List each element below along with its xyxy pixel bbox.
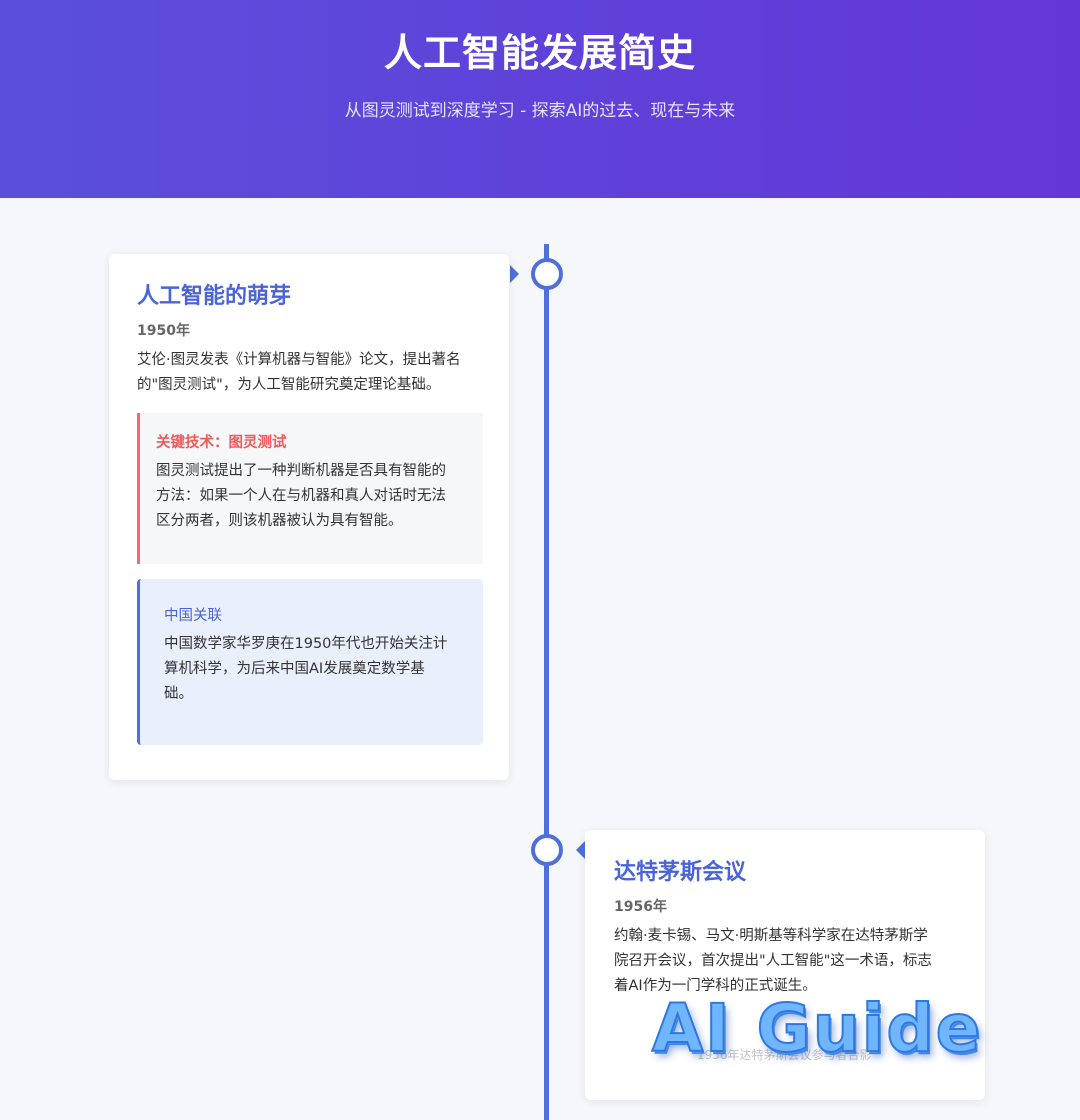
event-description-line: 艾伦·图灵发表《计算机器与智能》论文，提出著名 <box>137 352 461 368</box>
key-tech-text: 图灵测试提出了一种判断机器是否具有智能的 方法：如果一个人在与机器和真人对话时无… <box>156 459 476 534</box>
event-year: 1956年 <box>614 899 667 915</box>
china-connection-title: 中国关联 <box>164 608 222 624</box>
key-tech-title: 关键技术：图灵测试 <box>156 435 287 451</box>
card-pointer-1956 <box>576 841 585 859</box>
key-tech-box: 关键技术：图灵测试 图灵测试提出了一种判断机器是否具有智能的 方法：如果一个人在… <box>137 413 483 564</box>
timeline-dot-1950 <box>531 258 563 290</box>
event-description-line: 着AI作为一门学科的正式诞生。 <box>614 978 817 994</box>
china-connection-line: 中国数学家华罗庚在1950年代也开始关注计 <box>164 636 448 652</box>
key-tech-line: 方法：如果一个人在与机器和真人对话时无法 <box>156 488 446 504</box>
key-tech-line: 图灵测试提出了一种判断机器是否具有智能的 <box>156 463 446 479</box>
card-pointer-1950 <box>510 265 519 283</box>
page-title: 人工智能发展简史 <box>383 31 696 75</box>
event-description-line: 约翰·麦卡锡、马文·明斯基等科学家在达特茅斯学 <box>614 928 928 944</box>
china-connection-line: 算机科学，为后来中国AI发展奠定数学基 <box>164 661 425 677</box>
event-title: 人工智能的萌芽 <box>137 284 292 309</box>
china-connection-text: 中国数学家华罗庚在1950年代也开始关注计 算机科学，为后来中国AI发展奠定数学… <box>164 632 464 707</box>
timeline-card-1950: 人工智能的萌芽 1950年 艾伦·图灵发表《计算机器与智能》论文，提出著名 的"… <box>109 254 509 780</box>
event-title: 达特茅斯会议 <box>614 860 747 885</box>
page-subtitle: 从图灵测试到深度学习 - 探索AI的过去、现在与未来 <box>344 101 736 121</box>
event-description: 艾伦·图灵发表《计算机器与智能》论文，提出著名 的"图灵测试"，为人工智能研究奠… <box>137 348 487 398</box>
event-description-line: 的"图灵测试"，为人工智能研究奠定理论基础。 <box>137 377 441 393</box>
key-tech-line: 区分两者，则该机器被认为具有智能。 <box>156 513 403 529</box>
timeline-card-1956: 达特茅斯会议 1956年 约翰·麦卡锡、马文·明斯基等科学家在达特茅斯学 院召开… <box>585 830 985 1100</box>
timeline-dot-1956 <box>531 834 563 866</box>
page-header: 人工智能发展简史 从图灵测试到深度学习 - 探索AI的过去、现在与未来 <box>0 0 1080 198</box>
event-year: 1950年 <box>137 323 190 339</box>
event-description: 约翰·麦卡锡、马文·明斯基等科学家在达特茅斯学 院召开会议，首次提出"人工智能"… <box>614 924 964 999</box>
event-description-line: 院召开会议，首次提出"人工智能"这一术语，标志 <box>614 953 932 969</box>
timeline-line <box>544 244 549 1120</box>
china-connection-line: 础。 <box>164 686 193 702</box>
china-connection-box: 中国关联 中国数学家华罗庚在1950年代也开始关注计 算机科学，为后来中国AI发… <box>137 579 483 745</box>
image-caption: 1956年达特茅斯会议参与者合影 <box>697 1048 872 1062</box>
ai-guide-watermark: AI Guide <box>651 989 983 1068</box>
